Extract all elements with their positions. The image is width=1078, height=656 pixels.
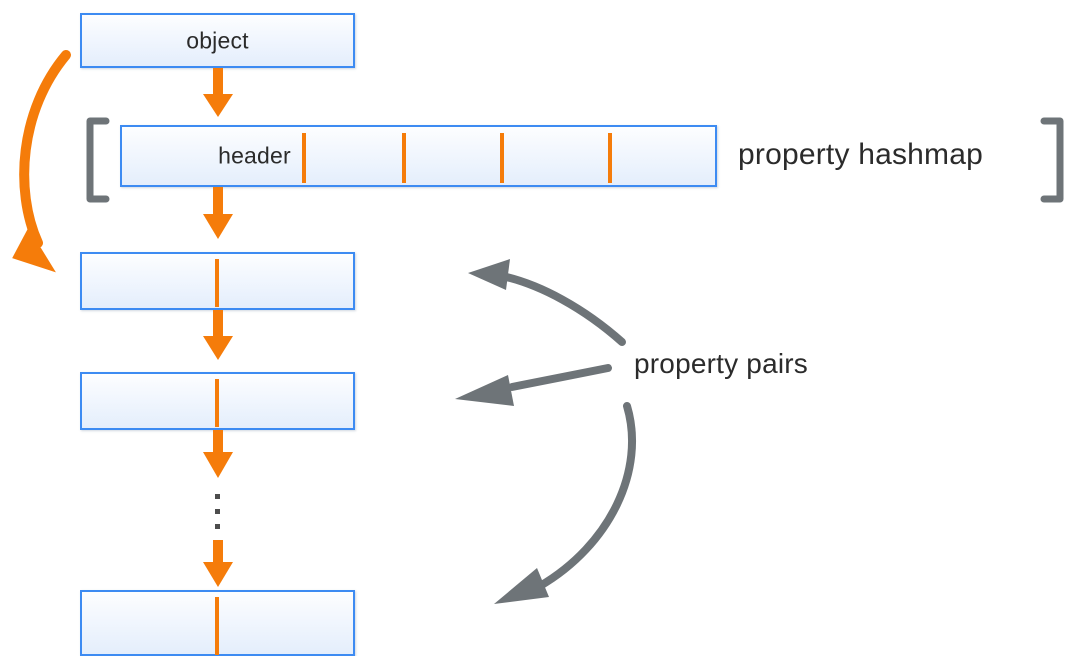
object-box-label: object: [186, 27, 249, 53]
property-hashmap-annotation: property hashmap: [738, 138, 984, 171]
gray-callout-arrow-middle: [455, 364, 612, 406]
orange-arrow-object-to-header: [203, 68, 233, 117]
property-hashmap-row: header: [120, 125, 717, 187]
hashmap-right-bracket: [1040, 117, 1064, 203]
property-pair-box-3: [80, 590, 355, 656]
property-pairs-annotation: property pairs: [634, 348, 808, 379]
property-pair-box-1-divider: [215, 259, 219, 307]
ellipsis-dot-3: [215, 524, 220, 529]
orange-curved-arrow-object-to-pairs: [12, 50, 71, 273]
orange-arrow-pair1-to-pair2: [203, 310, 233, 360]
hashmap-slot-divider-2: [402, 133, 406, 183]
ellipsis-dot-2: [215, 509, 220, 514]
property-pair-box-3-divider: [215, 597, 219, 655]
header-cell-label: header: [218, 142, 291, 169]
property-pair-box-2-divider: [215, 379, 219, 427]
property-pair-box-2: [80, 372, 355, 430]
hashmap-slot-divider-4: [608, 133, 612, 183]
orange-arrow-ellipsis-to-pair3: [203, 540, 233, 587]
hashmap-slot-divider-1: [302, 133, 306, 183]
hashmap-left-bracket: [86, 117, 110, 203]
gray-callout-arrow-top: [468, 259, 626, 346]
orange-arrow-header-to-pair1: [203, 187, 233, 239]
hashmap-slot-divider-3: [500, 133, 504, 183]
ellipsis-dot-1: [215, 494, 220, 499]
property-pair-box-1: [80, 252, 355, 310]
gray-callout-arrow-bottom: [494, 402, 637, 604]
orange-arrow-pair2-to-ellipsis: [203, 430, 233, 478]
object-box: object: [80, 13, 355, 68]
